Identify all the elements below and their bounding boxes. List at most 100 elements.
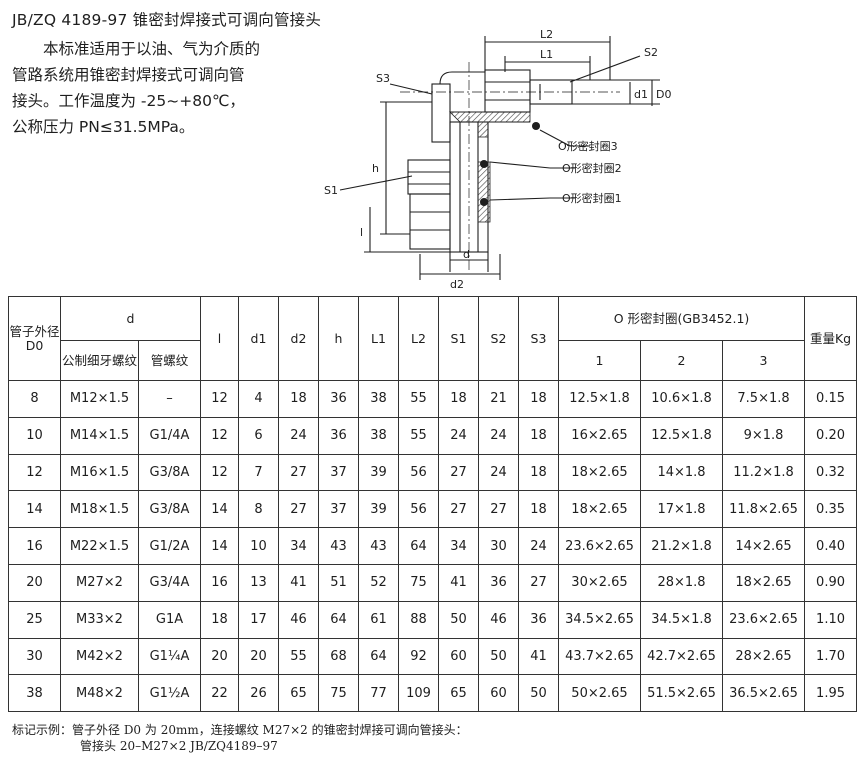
- table-cell: M14×1.5: [60, 416, 139, 455]
- table-cell: 26: [238, 674, 279, 713]
- table-cell: 30: [8, 637, 61, 676]
- table-cell: 14×1.8: [640, 453, 723, 492]
- table-cell: 12: [200, 380, 239, 418]
- spec-table: 管子外径D0 d l d1 d2 h L1 L2 S1 S2 S3 O 形密封圈…: [8, 296, 858, 713]
- table-cell: 41: [278, 563, 319, 602]
- intro-text: 本标准适用于以油、气为介质的 管路系统用锥密封焊接式可调向管 接头。工作温度为 …: [12, 36, 342, 140]
- label-D0: D0: [656, 88, 671, 101]
- table-cell: 55: [398, 416, 439, 455]
- table-cell: 24: [478, 453, 519, 492]
- label-L1: L1: [540, 48, 553, 61]
- table-cell: G3/8A: [138, 453, 201, 492]
- table-cell: 23.6×2.65: [721, 600, 806, 639]
- table-cell: G1A: [138, 600, 201, 639]
- table-cell: 14: [200, 527, 239, 565]
- label-S1: S1: [324, 184, 338, 197]
- label-oring1: O形密封圈1: [562, 191, 622, 205]
- table-cell: 14: [8, 490, 61, 529]
- table-cell: 64: [358, 637, 399, 676]
- header-d1: d1: [238, 296, 279, 381]
- table-cell: 27: [278, 453, 319, 492]
- section-hatch-lower: [477, 161, 491, 223]
- table-cell: 41: [518, 637, 559, 676]
- table-cell: 16: [200, 563, 239, 602]
- table-cell: 43: [318, 527, 359, 565]
- table-cell: 36: [518, 600, 559, 639]
- table-cell: 43.7×2.65: [558, 637, 641, 676]
- table-cell: 11.2×1.8: [721, 453, 806, 492]
- table-cell: 12: [200, 453, 239, 492]
- table-cell: 50: [438, 600, 479, 639]
- table-cell: 17×1.8: [640, 490, 723, 529]
- header-S3: S3: [518, 296, 559, 381]
- table-cell: 50×2.65: [558, 674, 641, 713]
- table-cell: –: [138, 380, 201, 418]
- table-cell: 0.40: [804, 527, 858, 565]
- table-cell: 7.5×1.8: [721, 380, 806, 418]
- table-cell: 42.7×2.65: [640, 637, 723, 676]
- table-cell: M42×2: [60, 637, 139, 676]
- table-cell: 14×2.65: [721, 527, 806, 565]
- table-cell: 0.32: [804, 453, 858, 492]
- table-cell: 51: [318, 563, 359, 602]
- table-cell: 23.6×2.65: [558, 527, 641, 565]
- table-cell: 0.15: [804, 380, 858, 418]
- table-cell: 8: [8, 380, 61, 418]
- table-cell: 21: [478, 380, 519, 418]
- header-L1: L1: [358, 296, 399, 381]
- table-cell: 34: [438, 527, 479, 565]
- table-cell: 51.5×2.65: [640, 674, 723, 713]
- table-cell: 0.90: [804, 563, 858, 602]
- table-cell: 12: [8, 453, 61, 492]
- table-cell: 65: [278, 674, 319, 713]
- header-d: d: [60, 296, 201, 341]
- table-cell: 38: [8, 674, 61, 713]
- label-h: h: [372, 162, 379, 175]
- table-cell: 55: [398, 380, 439, 418]
- table-cell: 4: [238, 380, 279, 418]
- table-cell: 27: [518, 563, 559, 602]
- table-cell: 60: [438, 637, 479, 676]
- table-cell: M22×1.5: [60, 527, 139, 565]
- table-cell: 11.8×2.65: [721, 490, 806, 529]
- table-cell: 0.20: [804, 416, 858, 455]
- header-thread-pipe: 管螺纹: [138, 340, 201, 381]
- table-cell: 50: [478, 637, 519, 676]
- label-d1: d1: [634, 88, 648, 101]
- table-cell: 50: [518, 674, 559, 713]
- table-cell: 43: [358, 527, 399, 565]
- table-cell: 28×1.8: [640, 563, 723, 602]
- label-l: l: [360, 226, 363, 239]
- table-cell: 18: [438, 380, 479, 418]
- label-d: d: [463, 248, 470, 261]
- table-cell: 18×2.65: [721, 563, 806, 602]
- table-cell: G1/2A: [138, 527, 201, 565]
- intro-line: 公称压力 PN≤31.5MPa。: [12, 118, 195, 136]
- table-cell: 38: [358, 380, 399, 418]
- table-cell: 25: [8, 600, 61, 639]
- header-h: h: [318, 296, 359, 381]
- table-cell: 55: [278, 637, 319, 676]
- table-cell: 68: [318, 637, 359, 676]
- table-cell: 18: [278, 380, 319, 418]
- table-cell: M18×1.5: [60, 490, 139, 529]
- table-cell: 10.6×1.8: [640, 380, 723, 418]
- label-S2: S2: [644, 46, 658, 59]
- table-cell: 1.70: [804, 637, 858, 676]
- table-cell: 64: [318, 600, 359, 639]
- header-L2: L2: [398, 296, 439, 381]
- table-cell: 10: [238, 527, 279, 565]
- header-S2: S2: [478, 296, 519, 381]
- header-S1: S1: [438, 296, 479, 381]
- section-hatch-upper: [449, 111, 531, 138]
- table-cell: M33×2: [60, 600, 139, 639]
- header-l: l: [200, 296, 239, 381]
- table-cell: M12×1.5: [60, 380, 139, 418]
